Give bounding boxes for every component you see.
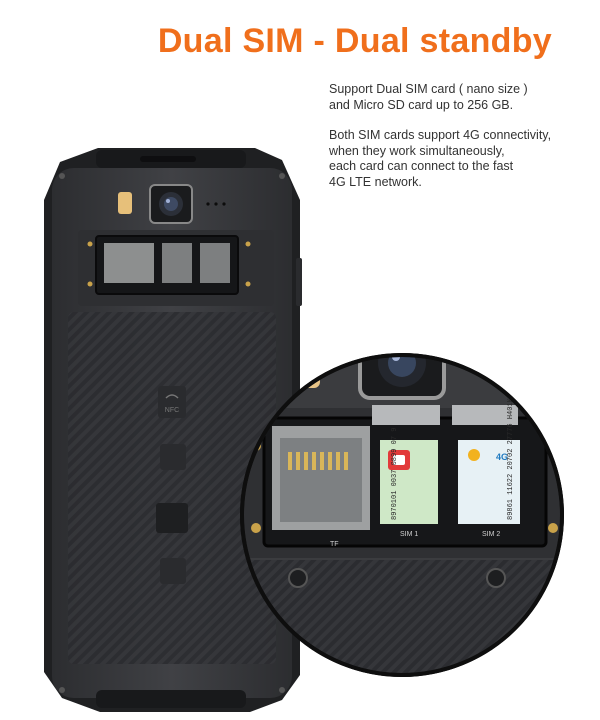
- zoom-detail: TF 8970101 0037 0899 07 9 SIM 1 4G 89861…: [240, 353, 564, 677]
- sim1-card-number: 8970101 0037 0899 07 9: [391, 428, 399, 520]
- nfc-label: NFC: [165, 407, 179, 414]
- desc-line: Support Dual SIM card ( nano size ): [329, 82, 528, 96]
- nfc-icon: NFC: [158, 386, 186, 418]
- description: Support Dual SIM card ( nano size ) and …: [329, 82, 589, 205]
- fingerprint-icon: [160, 444, 186, 470]
- tf-slot-label: TF: [330, 541, 339, 548]
- description-paragraph-2: Both SIM cards support 4G connectivity, …: [329, 128, 589, 190]
- desc-line: and Micro SD card up to 256 GB.: [329, 97, 514, 112]
- desc-line: each card can connect to the fast: [329, 159, 514, 173]
- brand-logo-icon: [160, 558, 186, 584]
- headline: Dual SIM - Dual standby: [157, 22, 552, 60]
- desc-line: when they work simultaneously,: [329, 143, 505, 158]
- sim1-label: SIM 1: [400, 531, 418, 538]
- sim2-card-number: 89861 11622 20702 27776 H401K: [507, 397, 515, 520]
- sensor-icon: [156, 503, 188, 533]
- desc-line: 4G LTE network.: [329, 174, 422, 189]
- phone-back: NFC: [44, 148, 302, 712]
- description-paragraph-1: Support Dual SIM card ( nano size ) and …: [329, 82, 589, 113]
- desc-line: Both SIM cards support 4G connectivity,: [329, 128, 552, 142]
- sim2-label: SIM 2: [482, 531, 500, 538]
- sim2-4g-logo: 4G: [496, 452, 508, 462]
